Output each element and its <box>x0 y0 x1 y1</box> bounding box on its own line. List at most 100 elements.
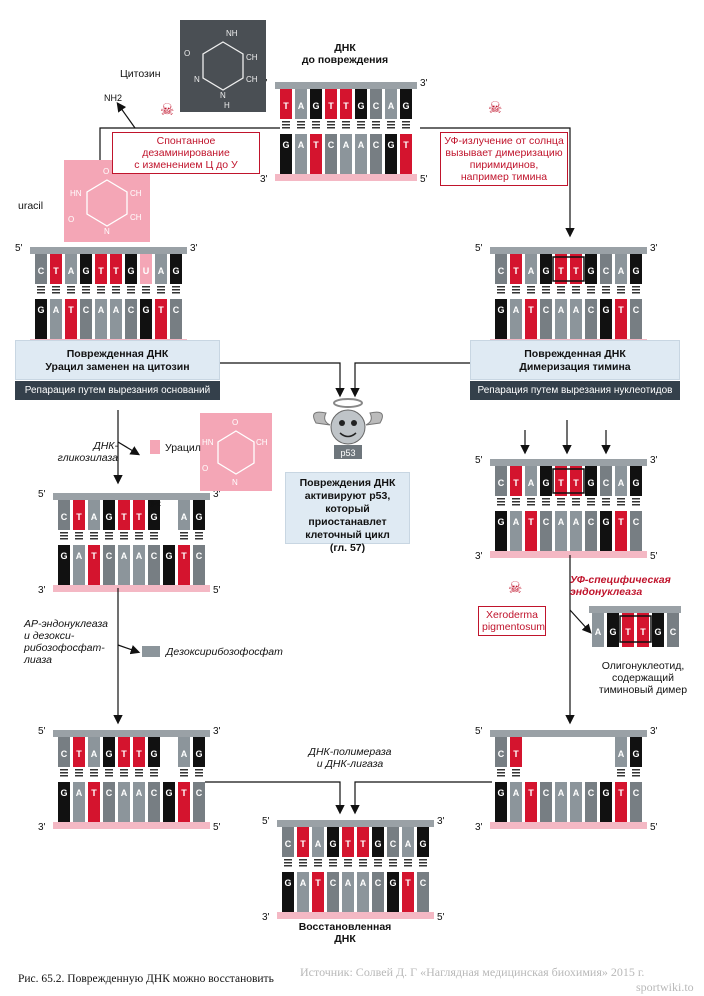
cytosine-structure: NH O N N H CH CH <box>180 20 266 112</box>
nucleotide-letter: A <box>76 551 83 561</box>
nucleotide-letter: T <box>53 266 59 276</box>
strand-end-label: 3' <box>437 816 445 827</box>
nucleotide-block <box>178 782 190 822</box>
nucleotide-block <box>570 782 582 822</box>
backbone-bottom <box>275 174 417 181</box>
nucleotide-block <box>280 134 292 174</box>
nucleotide-block <box>370 134 382 174</box>
nucleotide-block <box>385 134 397 174</box>
nucleotide-block <box>600 782 612 822</box>
nucleotide-letter: C <box>330 878 337 888</box>
nucleotide-block <box>387 872 399 912</box>
nucleotide-letter: C <box>498 266 505 276</box>
nucleotide-block <box>80 299 92 339</box>
nucleotide-letter: T <box>121 749 127 759</box>
nucleotide-block <box>510 737 522 767</box>
nucleotide-block <box>178 545 190 585</box>
nucleotide-letter: G <box>172 266 179 276</box>
nucleotide-letter: A <box>618 478 625 488</box>
nucleotide-block <box>342 827 354 857</box>
nucleotide-letter: C <box>588 305 595 315</box>
nucleotide-letter: C <box>196 551 203 561</box>
nucleotide-letter: T <box>121 512 127 522</box>
nucleotide-block <box>342 872 354 912</box>
nucleotide-block <box>35 299 47 339</box>
nucleotide-block <box>295 89 307 119</box>
nucleotide-letter: G <box>602 517 609 527</box>
nucleotide-block <box>282 872 294 912</box>
nucleotide-letter: A <box>300 878 307 888</box>
arrow-left-to-restored <box>205 781 345 815</box>
nucleotide-letter: G <box>150 749 157 759</box>
nucleotide-letter: A <box>121 788 128 798</box>
nucleotide-block <box>570 466 582 496</box>
nucleotide-letter: C <box>498 749 505 759</box>
nucleotide-letter: T <box>313 140 319 150</box>
nucleotide-block <box>525 466 537 496</box>
nucleotide-letter: A <box>558 788 565 798</box>
nucleotide-letter: T <box>158 305 164 315</box>
nucleotide-letter: G <box>497 517 504 527</box>
nucleotide-letter: G <box>497 305 504 315</box>
nucleotide-block <box>495 737 507 767</box>
nucleotide-block <box>555 511 567 551</box>
nucleotide-block <box>570 299 582 339</box>
nucleotide-letter: G <box>127 266 134 276</box>
nucleotide-block <box>615 254 627 284</box>
nucleotide-letter: U <box>143 266 150 276</box>
svg-text:CH: CH <box>256 438 268 447</box>
nucleotide-block <box>155 299 167 339</box>
nucleotide-letter: C <box>38 266 45 276</box>
nucleotide-letter: A <box>181 749 188 759</box>
nucleotide-letter: A <box>136 788 143 798</box>
nucleotide-block <box>327 872 339 912</box>
nucleotide-block <box>622 613 634 647</box>
strand-end-label: 5' <box>650 551 658 562</box>
nucleotide-block <box>73 737 85 767</box>
nucleotide-letter: A <box>573 788 580 798</box>
nucleotide-letter: T <box>558 478 564 488</box>
figure-caption: Рис. 65.2. Поврежденную ДНК можно восста… <box>18 973 274 985</box>
strand-end-label: 5' <box>15 243 23 254</box>
svg-text:NH: NH <box>226 29 238 38</box>
nucleotide-block <box>570 511 582 551</box>
nucleotide-letter: C <box>633 517 640 527</box>
strand-end-label: 5' <box>475 455 483 466</box>
right-repair-bar: Репарация путем вырезания нуклеотидов <box>470 381 680 400</box>
nucleotide-block <box>50 254 62 284</box>
nucleotide-letter: T <box>640 627 646 637</box>
nucleotide-block <box>125 299 137 339</box>
strand-end-label: 3' <box>475 551 483 562</box>
nucleotide-letter: A <box>573 305 580 315</box>
nucleotide-block <box>140 254 152 284</box>
nucleotide-letter: A <box>573 517 580 527</box>
nucleotide-letter: T <box>405 878 411 888</box>
nucleotide-letter: A <box>181 512 188 522</box>
nucleotide-block <box>540 299 552 339</box>
nucleotide-block <box>193 545 205 585</box>
nh2-label: NH2 <box>104 93 123 103</box>
nucleotide-letter: G <box>587 266 594 276</box>
nucleotide-letter: G <box>419 839 426 849</box>
nucleotide-block <box>372 872 384 912</box>
nucleotide-letter: C <box>151 551 158 561</box>
nucleotide-letter: G <box>105 512 112 522</box>
nucleotide-block <box>402 872 414 912</box>
nucleotide-letter: C <box>375 878 382 888</box>
nucleotide-letter: T <box>345 839 351 849</box>
nucleotide-block <box>118 545 130 585</box>
nucleotide-letter: G <box>165 551 172 561</box>
strand-end-label: 3' <box>420 78 428 89</box>
glycosylase-label: ДНК-гликозилаза <box>57 440 118 464</box>
nucleotide-block <box>510 254 522 284</box>
arrow-right-to-p53 <box>350 362 470 398</box>
nucleotide-letter: T <box>181 788 187 798</box>
nucleotide-letter: T <box>513 266 519 276</box>
deoxyribose-swatch <box>142 646 160 657</box>
nucleotide-block <box>357 872 369 912</box>
